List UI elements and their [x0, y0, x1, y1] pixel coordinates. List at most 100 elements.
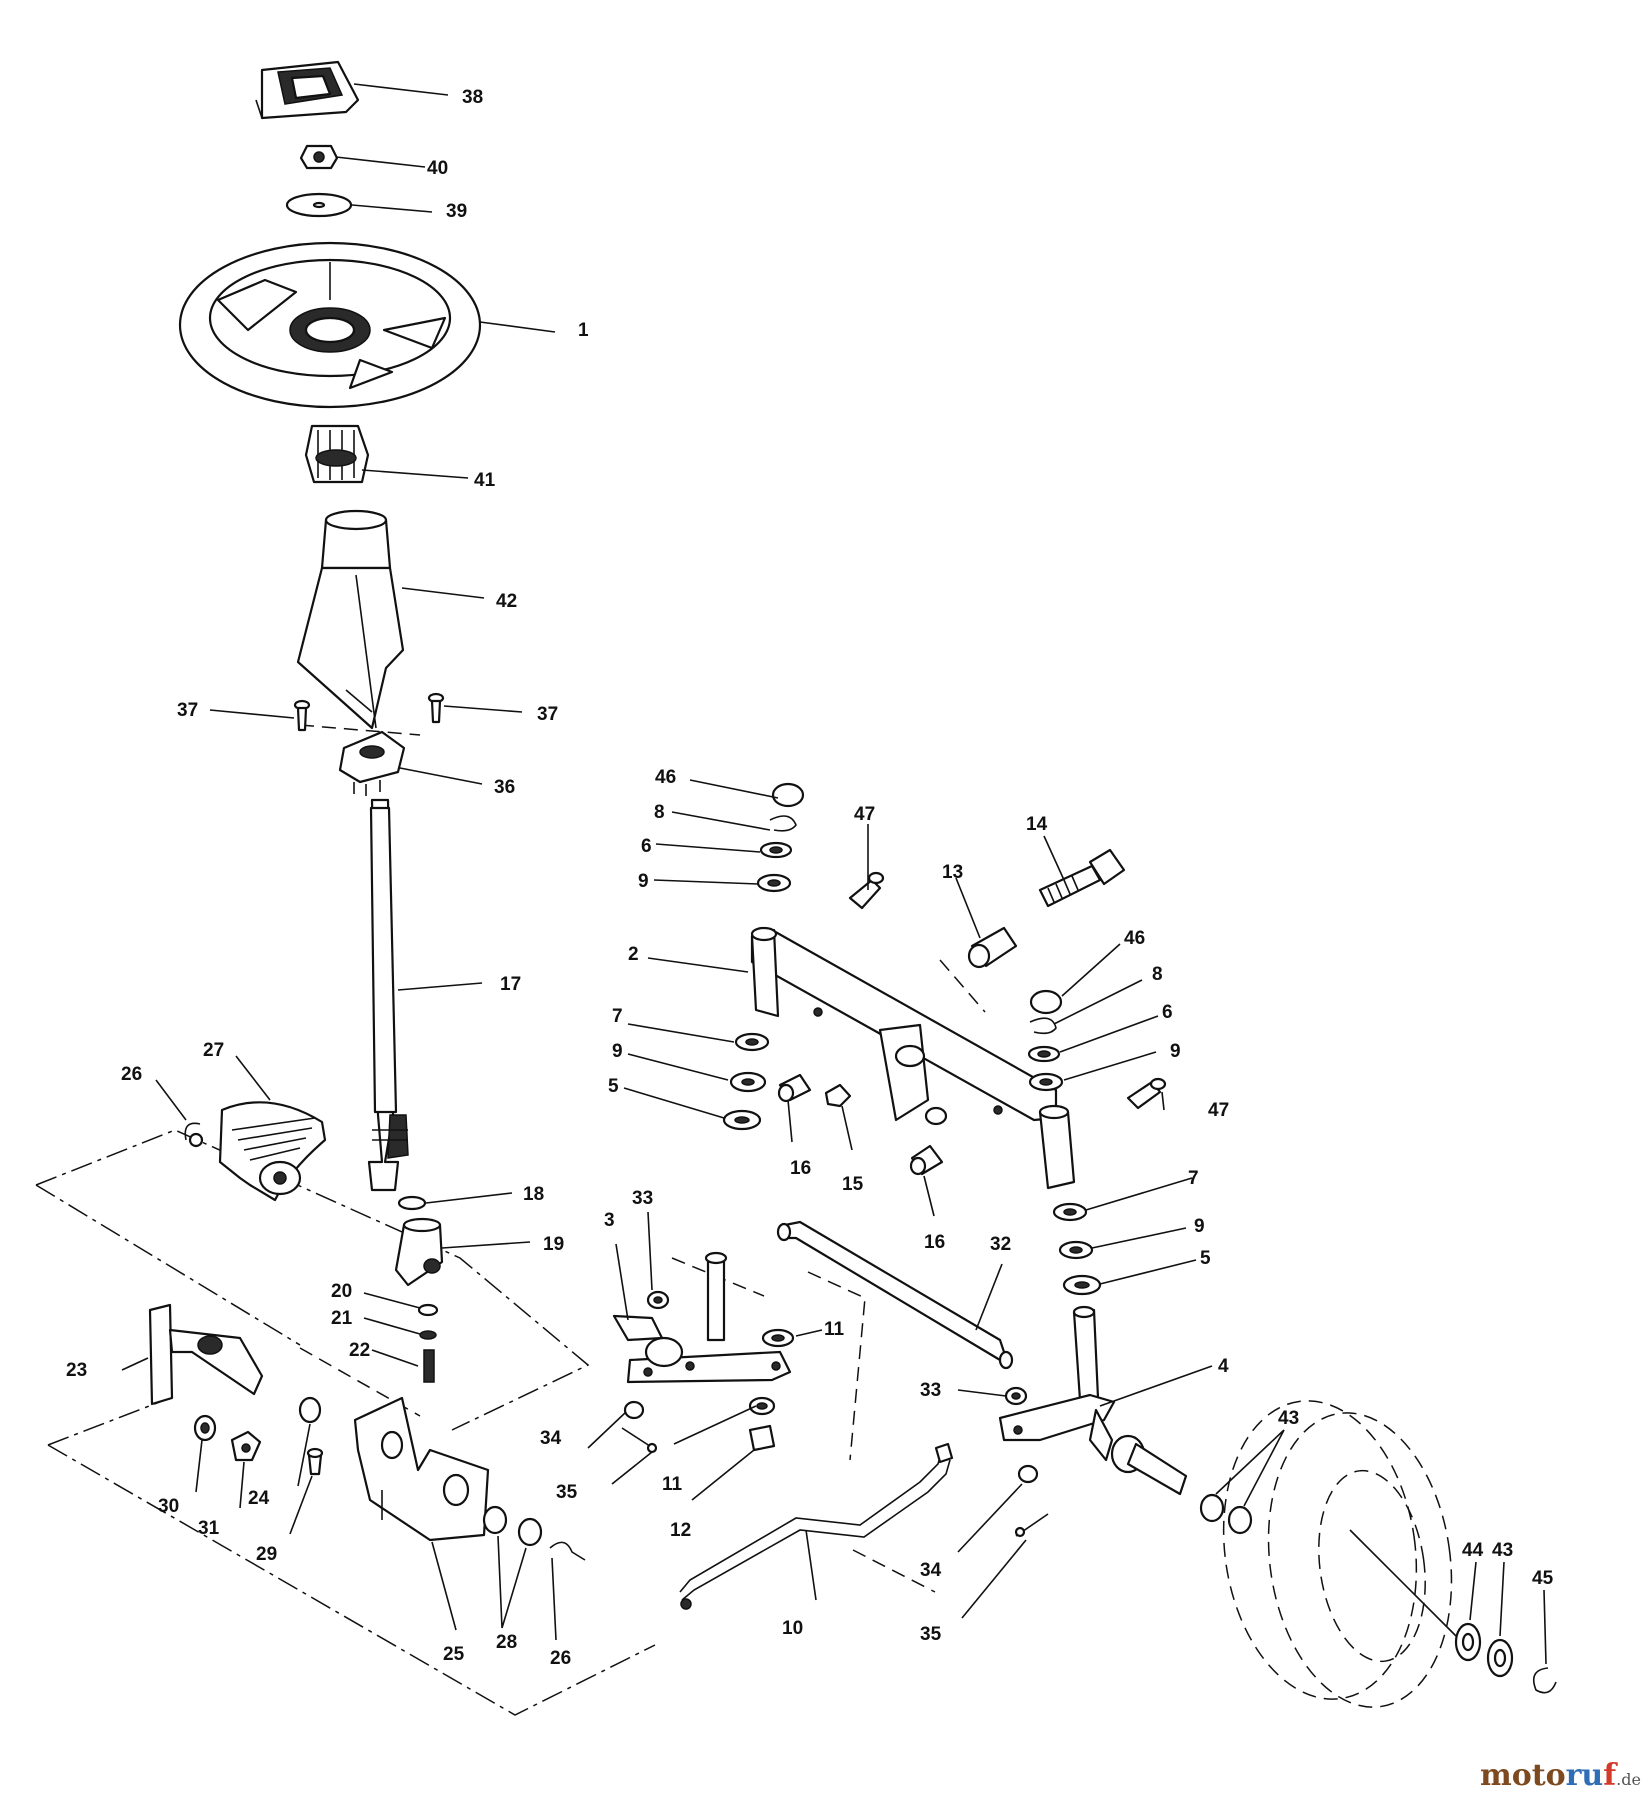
washers-43-left [1199, 1493, 1253, 1535]
bracket-25 [353, 1396, 490, 1542]
adapter-41 [304, 424, 370, 484]
bolt-29 [306, 1447, 324, 1476]
label-34-left: 34 [540, 1428, 562, 1449]
watermark-logo: motoruf.de [1480, 1758, 1641, 1793]
cap-46-left [771, 782, 805, 808]
washer-11-top [761, 1328, 795, 1348]
label-9-right-top: 9 [1170, 1041, 1181, 1062]
pin-35-right [1014, 1513, 1049, 1538]
label-15: 15 [842, 1174, 864, 1195]
grease-fitting-47-left [848, 871, 885, 910]
label-7-left: 7 [612, 1006, 623, 1027]
label-8-right: 8 [1152, 964, 1163, 985]
washer-21 [419, 1330, 437, 1340]
drag-link-10 [679, 1442, 954, 1610]
washer-18 [397, 1195, 427, 1211]
clip-8-left [769, 815, 797, 832]
label-44: 44 [1462, 1540, 1484, 1561]
label-40: 40 [427, 158, 448, 179]
leader-lines [121, 83, 1547, 1665]
label-5-right: 5 [1200, 1248, 1211, 1269]
label-10: 10 [782, 1618, 803, 1639]
wheel-tire [1222, 1400, 1461, 1708]
label-20: 20 [331, 1281, 352, 1302]
label-9-left-mid: 9 [612, 1041, 623, 1062]
spindle-3 [612, 1251, 792, 1384]
bolt-22 [423, 1349, 435, 1383]
washers-28 [482, 1505, 543, 1547]
cap-38 [255, 60, 360, 120]
label-4: 4 [1218, 1356, 1229, 1377]
label-18: 18 [523, 1184, 544, 1205]
label-27: 27 [203, 1040, 224, 1061]
bearing-5-right [1062, 1274, 1102, 1296]
clip-8-right [1029, 1017, 1057, 1035]
screw-37-right [427, 692, 445, 724]
label-9-right-mid: 9 [1194, 1216, 1205, 1237]
washer-9-right-top [1028, 1072, 1064, 1092]
label-35-right: 35 [920, 1624, 942, 1645]
nut-31 [230, 1430, 262, 1462]
label-41: 41 [474, 470, 496, 491]
assembly-outlines [35, 724, 986, 1716]
spacer-13 [967, 926, 1018, 969]
label-6-right: 6 [1162, 1002, 1173, 1023]
label-5-left: 5 [608, 1076, 619, 1097]
washer-9-left-mid [729, 1071, 767, 1093]
label-3: 3 [604, 1210, 615, 1231]
label-21: 21 [331, 1308, 353, 1329]
shaft-17 [367, 798, 409, 1192]
label-34-right: 34 [920, 1560, 942, 1581]
block-19 [394, 1217, 444, 1287]
label-9-left-top: 9 [638, 871, 649, 892]
label-28: 28 [496, 1632, 517, 1653]
svg-text:motoruf.de: motoruf.de [1480, 1758, 1641, 1793]
label-11-top: 11 [824, 1319, 845, 1340]
label-32: 32 [990, 1234, 1011, 1255]
washer-34-left [623, 1400, 645, 1420]
part-labels: 38 40 39 1 41 42 37 37 36 17 27 26 18 19… [66, 87, 1554, 1669]
shaft-23 [148, 1303, 264, 1406]
bolt-14 [1038, 848, 1126, 908]
washer-33-right [1004, 1386, 1028, 1406]
label-45: 45 [1532, 1568, 1554, 1589]
label-43-right: 43 [1492, 1540, 1513, 1561]
watermark-part-d: .de [1616, 1770, 1641, 1789]
label-37-left: 37 [177, 700, 198, 721]
label-7-right: 7 [1188, 1168, 1199, 1189]
washer-26-left [184, 1122, 204, 1148]
washer-7-left [734, 1032, 770, 1052]
washer-24 [298, 1396, 322, 1424]
washer-9-left-top [756, 873, 792, 893]
watermark-part-a: moto [1480, 1758, 1566, 1793]
label-2: 2 [628, 944, 639, 965]
label-43-left: 43 [1278, 1408, 1299, 1429]
label-22: 22 [349, 1340, 370, 1361]
washer-33-left [646, 1290, 670, 1310]
label-29: 29 [256, 1544, 277, 1565]
label-38: 38 [462, 87, 483, 108]
label-11-bottom: 11 [662, 1474, 683, 1495]
label-19: 19 [543, 1234, 564, 1255]
label-17: 17 [500, 974, 521, 995]
sleeve-16-left [777, 1073, 812, 1103]
clip-26-right [549, 1541, 586, 1561]
clip-45 [1532, 1667, 1557, 1694]
label-46-right: 46 [1124, 928, 1145, 949]
label-8-left: 8 [654, 802, 665, 823]
washer-11-bottom [748, 1396, 776, 1416]
label-36: 36 [494, 777, 515, 798]
bearing-5-left [722, 1109, 762, 1131]
label-24: 24 [248, 1488, 270, 1509]
label-1: 1 [578, 320, 589, 341]
washer-6-right [1027, 1045, 1061, 1063]
washer-44 [1454, 1622, 1482, 1662]
nut-15 [824, 1083, 852, 1108]
label-33-right: 33 [920, 1380, 941, 1401]
washer-34-right [1017, 1464, 1039, 1484]
spindle-4 [998, 1305, 1188, 1496]
label-25: 25 [443, 1644, 465, 1665]
label-6-left: 6 [641, 836, 652, 857]
